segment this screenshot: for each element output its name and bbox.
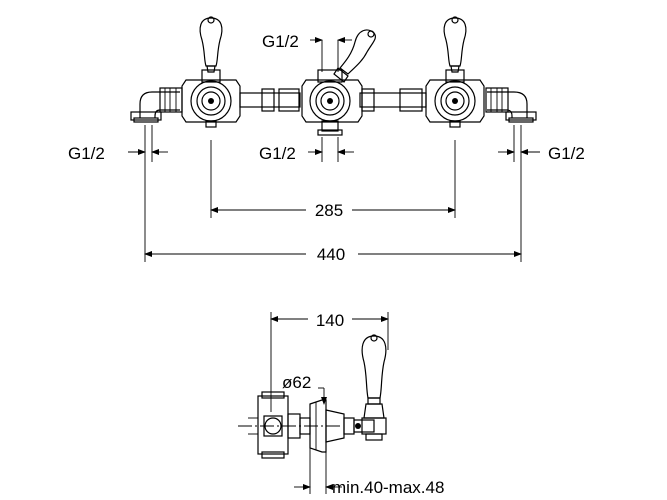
dim-g-right: G1/2 [498,144,585,163]
dim-depth-label: min.40-max.48 [332,478,444,497]
g-top-center-label: G1/2 [262,32,299,51]
left-lever-handle [199,16,223,73]
left-elbow [130,87,183,123]
dim-g-left: G1/2 [68,144,168,163]
right-valve-body [425,69,485,128]
dim-g-top-center: G1/2 [262,32,352,51]
side-lever-handle [355,334,387,441]
dim-285-label: 285 [315,201,343,220]
left-valve-body [181,69,241,128]
dim-440: 440 [144,242,522,264]
side-escutcheon [309,399,375,453]
g-left-label: G1/2 [68,144,105,163]
dim-140: 140 [270,308,389,412]
dim-g-mid: G1/2 [259,144,354,163]
dim-diameter-label: ø62 [282,373,311,392]
center-lever-handle [333,29,377,83]
g-right-label: G1/2 [548,144,585,163]
right-lever-handle [443,16,467,73]
side-view: 140 ø62 [238,308,444,497]
right-elbow [485,87,537,123]
dim-440-label: 440 [317,245,345,264]
dim-285: 285 [210,198,456,220]
dim-140-label: 140 [316,311,344,330]
g-mid-label: G1/2 [259,144,296,163]
front-view: G1/2 G1/2 G1/2 G1/2 285 [68,16,585,264]
dim-depth: min.40-max.48 [294,448,444,497]
center-valve-body [301,69,363,136]
dim-diameter: ø62 [282,373,327,405]
extension-lines [144,40,522,262]
side-valve-body [238,391,342,459]
